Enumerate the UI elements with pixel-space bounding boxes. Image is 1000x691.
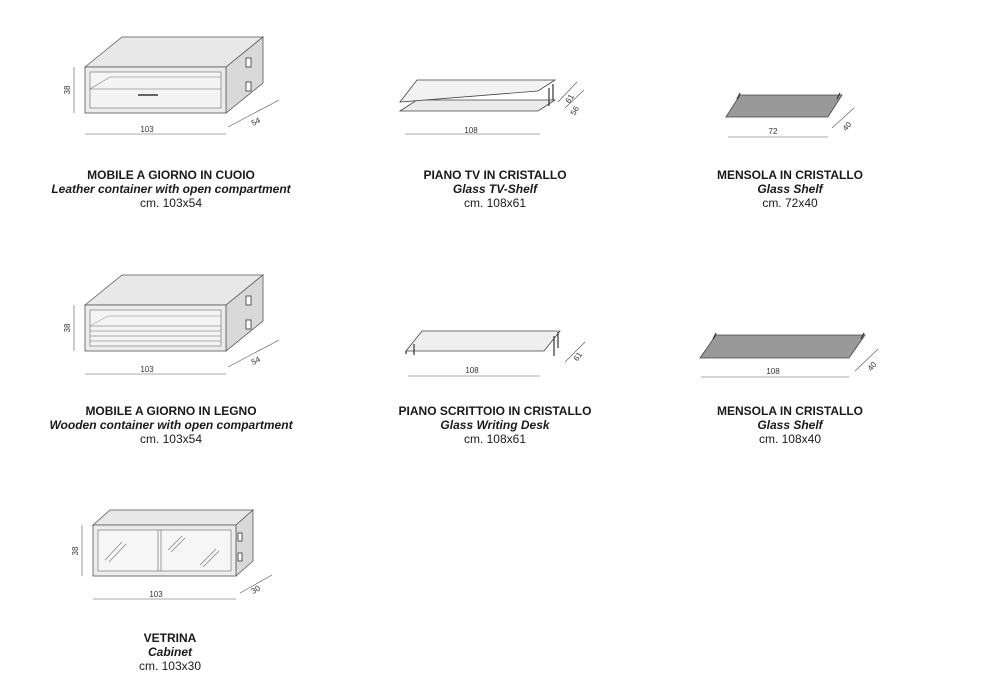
product-size: cm. 108x61: [463, 196, 527, 210]
product-name-it: PIANO SCRITTOIO IN CRISTALLO: [398, 404, 592, 418]
product-name-it: MENSOLA IN CRISTALLO: [717, 168, 863, 182]
caption-glass-writing-desk: PIANO SCRITTOIO IN CRISTALLO Glass Writi…: [345, 404, 645, 446]
caption-leather-container: MOBILE A GIORNO IN CUOIO Leather contain…: [21, 168, 321, 210]
product-drawing-glass-shelf-large: 108 40: [695, 325, 895, 380]
product-name-it: PIANO TV IN CRISTALLO: [423, 168, 567, 182]
wooden-container-drawing: [73, 274, 280, 375]
dim-width-label: 103: [140, 125, 154, 134]
product-name-it: VETRINA: [143, 631, 197, 645]
product-size: cm. 72x40: [762, 196, 818, 210]
leather-container-dimension-labels: 38 103 54: [63, 85, 263, 134]
product-drawing-glass-shelf-small: 72 40: [720, 85, 870, 140]
dim-height-label: 38: [63, 323, 72, 332]
product-size: cm. 103x54: [139, 432, 203, 446]
product-drawing-glass-tv-shelf: 108 61 56: [395, 70, 595, 140]
product-size: cm. 108x40: [758, 432, 822, 446]
caption-wooden-container: MOBILE A GIORNO IN LEGNO Wooden containe…: [21, 404, 321, 446]
dim-depth-label: 40: [866, 360, 879, 373]
wooden-container-dimension-labels: 38 103 54: [63, 323, 263, 374]
caption-glass-shelf-large: MENSOLA IN CRISTALLO Glass Shelf cm. 108…: [640, 404, 940, 446]
product-name-en: Glass Writing Desk: [440, 418, 550, 432]
dim-depth-label: 54: [250, 354, 263, 366]
dim-width-label: 103: [140, 365, 154, 374]
dim-depth-label: 30: [250, 583, 263, 596]
cabinet-drawing: [81, 509, 273, 600]
product-name-en: Glass TV-Shelf: [452, 182, 538, 196]
dim-depth-a-label: 61: [564, 92, 577, 105]
product-name-en: Wooden container with open compartment: [49, 418, 293, 432]
dim-depth-label: 54: [250, 115, 263, 127]
glass-shelf-large-dimension-labels: 108 40: [766, 360, 879, 376]
cabinet-dimension-labels: 38 103 30: [71, 546, 263, 599]
dim-width-label: 72: [769, 127, 778, 136]
product-drawing-glass-writing-desk: 108 61: [400, 320, 600, 380]
caption-glass-shelf-small: MENSOLA IN CRISTALLO Glass Shelf cm. 72x…: [640, 168, 940, 210]
dim-depth-label: 40: [841, 120, 854, 133]
dim-width-label: 108: [464, 126, 478, 135]
product-name-en: Glass Shelf: [757, 182, 823, 196]
product-drawing-wooden-container: 38 103 54: [50, 268, 290, 378]
product-size: cm. 103x30: [138, 659, 202, 673]
dim-depth-label: 61: [572, 350, 585, 363]
glass-tv-shelf-dimension-labels: 108 61 56: [464, 92, 582, 135]
dim-width-label: 103: [149, 590, 163, 599]
dim-depth-b-label: 56: [569, 104, 582, 117]
product-drawing-cabinet: 38 103 30: [60, 505, 280, 605]
caption-cabinet: VETRINA Cabinet cm. 103x30: [20, 631, 320, 673]
glass-writing-desk-drawing: [405, 330, 586, 377]
glass-tv-shelf-drawing: [398, 79, 585, 135]
dim-height-label: 38: [71, 546, 80, 555]
product-size: cm. 108x61: [463, 432, 527, 446]
dim-width-label: 108: [766, 367, 780, 376]
glass-writing-desk-dimension-labels: 108 61: [465, 350, 585, 375]
product-drawing-leather-container: 38 103 54: [50, 30, 290, 140]
leather-container-drawing: [73, 36, 280, 135]
product-name-it: MENSOLA IN CRISTALLO: [717, 404, 863, 418]
product-name-en: Leather container with open compartment: [51, 182, 291, 196]
product-name-it: MOBILE A GIORNO IN CUOIO: [87, 168, 255, 182]
product-size: cm. 103x54: [139, 196, 203, 210]
product-name-en: Cabinet: [147, 645, 192, 659]
caption-glass-tv-shelf: PIANO TV IN CRISTALLO Glass TV-Shelf cm.…: [345, 168, 645, 210]
glass-shelf-small-dimension-labels: 72 40: [769, 120, 854, 136]
dim-width-label: 108: [465, 366, 479, 375]
product-name-en: Glass Shelf: [757, 418, 823, 432]
product-name-it: MOBILE A GIORNO IN LEGNO: [85, 404, 257, 418]
glass-shelf-small-drawing: [725, 92, 855, 138]
glass-shelf-large-drawing: [699, 332, 879, 378]
dim-height-label: 38: [63, 85, 72, 94]
